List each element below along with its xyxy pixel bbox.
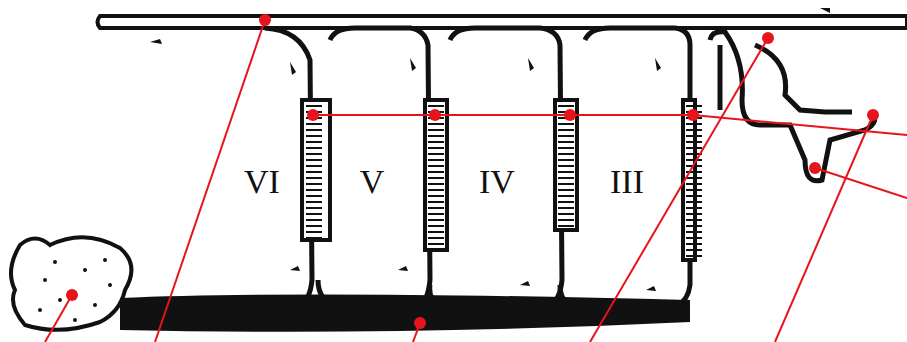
filament [306, 129, 322, 131]
filament [686, 183, 702, 185]
filament [306, 171, 322, 173]
filament [558, 105, 574, 107]
filament [686, 159, 702, 161]
filament [306, 207, 322, 209]
filament [558, 135, 574, 137]
filament [686, 129, 702, 131]
filament [428, 147, 444, 149]
filament [428, 189, 444, 191]
filament [306, 237, 322, 239]
filament [306, 177, 322, 179]
filament [306, 219, 322, 221]
filament [306, 231, 322, 233]
filament [428, 165, 444, 167]
filament [686, 207, 702, 209]
filament [306, 183, 322, 185]
filament [306, 225, 322, 227]
filament [306, 165, 322, 167]
filament [686, 141, 702, 143]
filament [686, 213, 702, 215]
filament [558, 195, 574, 197]
filament [686, 147, 702, 149]
filament [686, 237, 702, 239]
filament [306, 201, 322, 203]
filament [306, 213, 322, 215]
stipple [38, 258, 112, 322]
pouches [220, 28, 875, 305]
pouch-number: III [610, 165, 644, 199]
filament [428, 207, 444, 209]
filament [306, 141, 322, 143]
filament [428, 219, 444, 221]
filament [558, 201, 574, 203]
filament [306, 159, 322, 161]
filament [558, 129, 574, 131]
filament [428, 213, 444, 215]
filament [686, 189, 702, 191]
filament [558, 225, 574, 227]
filament [558, 141, 574, 143]
filament [558, 219, 574, 221]
filament [428, 141, 444, 143]
filament [306, 153, 322, 155]
filament [428, 243, 444, 245]
filament [428, 177, 444, 179]
filament [428, 105, 444, 107]
filament [558, 165, 574, 167]
filament [558, 159, 574, 161]
pouch-number: VI [244, 165, 280, 199]
filament [686, 255, 702, 257]
gill-filaments [302, 100, 695, 260]
filament [558, 213, 574, 215]
filament [306, 189, 322, 191]
pouch-number: V [360, 165, 385, 199]
filament [558, 207, 574, 209]
filament [428, 225, 444, 227]
filament [558, 123, 574, 125]
filament [686, 177, 702, 179]
leader-dots [66, 14, 879, 329]
filament [428, 153, 444, 155]
filament [428, 135, 444, 137]
filament [428, 123, 444, 125]
filament [686, 243, 702, 245]
filament [558, 147, 574, 149]
filament [558, 153, 574, 155]
filament [686, 231, 702, 233]
filament [428, 171, 444, 173]
filament [686, 249, 702, 251]
filament [428, 237, 444, 239]
filament [306, 135, 322, 137]
filament [558, 183, 574, 185]
marks [150, 8, 830, 291]
ventral-duct [120, 294, 690, 331]
pouch-number: IV [479, 165, 515, 199]
filament [306, 195, 322, 197]
filament [428, 195, 444, 197]
filament [428, 129, 444, 131]
filament [686, 201, 702, 203]
filament [558, 189, 574, 191]
filament [428, 201, 444, 203]
filament [686, 195, 702, 197]
filament [558, 177, 574, 179]
filament-lines [306, 106, 702, 256]
filament [306, 123, 322, 125]
filament [428, 159, 444, 161]
filament [558, 171, 574, 173]
filament [428, 183, 444, 185]
filament [428, 231, 444, 233]
leader-lines [45, 20, 907, 342]
filament [686, 225, 702, 227]
filament [686, 105, 702, 107]
stippled-organ [11, 237, 131, 330]
filament [686, 123, 702, 125]
filament [306, 147, 322, 149]
filament [686, 219, 702, 221]
filament [686, 135, 702, 137]
filament [306, 105, 322, 107]
